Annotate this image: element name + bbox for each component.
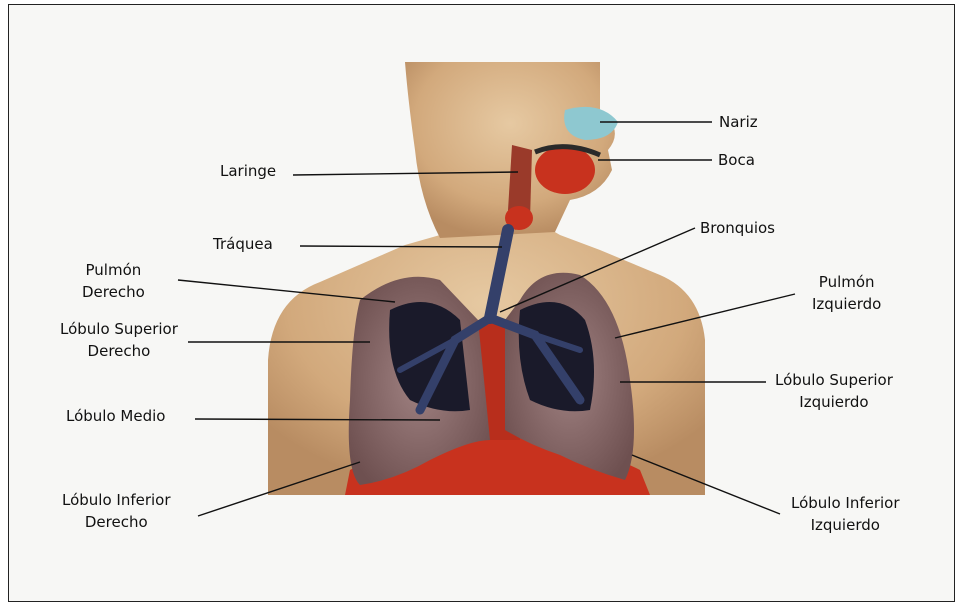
- label-lobulo-superior-izquierdo: Lóbulo Superior Izquierdo: [775, 369, 893, 413]
- label-pulmon-derecho: Pulmón Derecho: [82, 259, 145, 303]
- label-nariz: Nariz: [719, 111, 758, 133]
- label-lobulo-superior-derecho: Lóbulo Superior Derecho: [60, 318, 178, 362]
- label-lobulo-inferior-izquierdo: Lóbulo Inferior Izquierdo: [791, 492, 900, 536]
- label-traquea: Tráquea: [213, 233, 273, 255]
- label-lobulo-inferior-derecho: Lóbulo Inferior Derecho: [62, 489, 171, 533]
- mouth: [535, 146, 595, 194]
- label-bronquios: Bronquios: [700, 217, 775, 239]
- label-lobulo-medio: Lóbulo Medio: [66, 405, 165, 427]
- label-pulmon-izquierdo: Pulmón Izquierdo: [812, 271, 881, 315]
- label-laringe: Laringe: [220, 160, 276, 182]
- label-boca: Boca: [718, 149, 755, 171]
